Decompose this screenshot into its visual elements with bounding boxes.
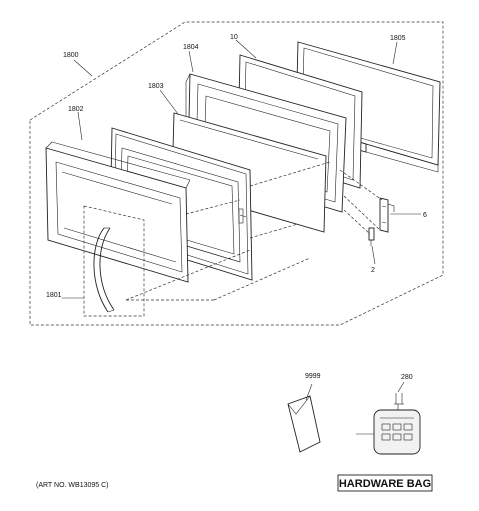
assembly-guide-lines [125,161,383,301]
callout-2: 2 [371,267,375,274]
part-9999-literature [287,383,321,453]
callout-9999: 9999 [305,373,321,380]
callout-280: 280 [401,374,413,381]
part-1801-handle [83,205,145,317]
part-1802-door-front [45,141,191,283]
part-280-hardware-bag [356,381,421,455]
callout-6: 6 [423,212,427,219]
callout-1801: 1801 [46,292,62,299]
art-number: (ART NO. WB13095 C) [36,482,109,489]
callout-1800: 1800 [63,52,79,59]
callout-1802: 1802 [68,106,84,113]
callout-1803: 1803 [148,83,164,90]
callout-leaders [62,39,421,299]
part-6-latch [379,197,395,233]
hardware-bag-label: HARDWARE BAG [339,478,431,490]
hardware-bag-label-box [337,474,433,492]
callout-1804: 1804 [183,44,199,51]
callout-10: 10 [230,34,238,41]
part-2-spring [368,227,375,246]
callout-1805: 1805 [390,35,406,42]
